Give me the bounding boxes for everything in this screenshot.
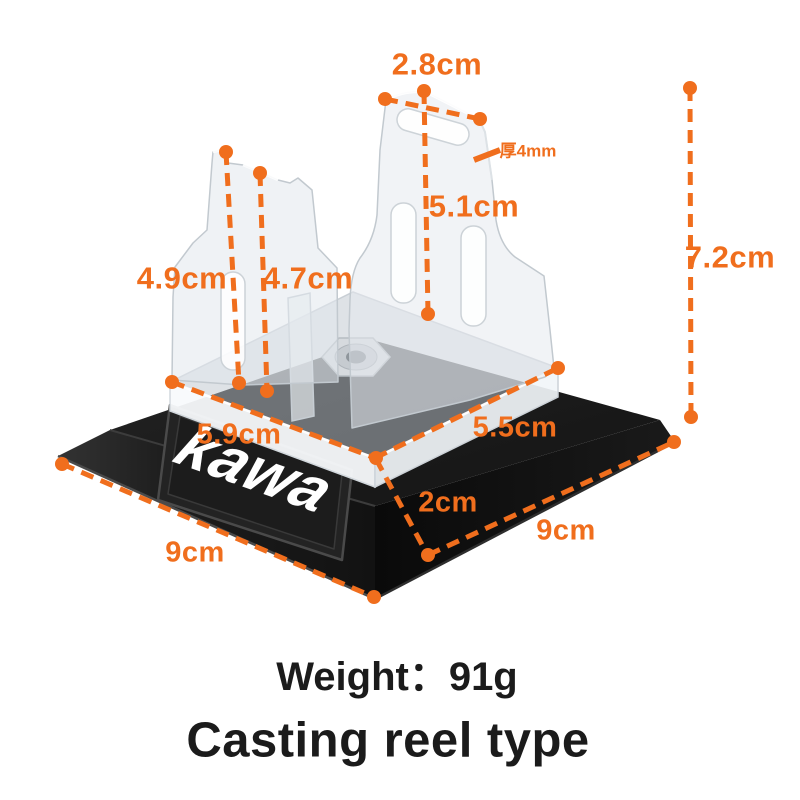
dim-label-platform-right-width: 5.5cm bbox=[472, 411, 558, 444]
dim-label-top-width: 2.8cm bbox=[391, 46, 483, 82]
dim-line-total-height bbox=[687, 87, 694, 418]
dim-label-inner-bracket-height: 4.7cm bbox=[262, 260, 354, 296]
left-bracket bbox=[171, 147, 339, 386]
dimension-dots bbox=[55, 81, 698, 604]
base-pedestal: kawa bbox=[57, 340, 676, 601]
dim-label-base-right-length: 9cm bbox=[536, 514, 596, 547]
dim-line-right-bracket-height bbox=[421, 90, 431, 315]
weight-caption: Weight：91g bbox=[276, 655, 518, 699]
product-type-caption: Casting reel type bbox=[186, 713, 590, 768]
right-bracket-slot-1 bbox=[390, 202, 417, 304]
dim-label-right-bracket-height: 5.1cm bbox=[428, 188, 520, 224]
dimension-lines bbox=[61, 87, 694, 600]
dim-line-platform-right-width bbox=[373, 365, 560, 461]
dim-label-total-height: 7.2cm bbox=[684, 239, 776, 275]
right-bracket-slot-2 bbox=[460, 225, 487, 327]
dim-line-base-left-length bbox=[61, 461, 375, 600]
dim-label-base-thickness: 2cm bbox=[418, 486, 478, 519]
dim-line-top-width bbox=[384, 96, 481, 122]
dim-label-base-left-length: 9cm bbox=[165, 536, 225, 569]
right-bracket-handle-slot bbox=[396, 108, 470, 146]
logo-panel: kawa bbox=[156, 403, 354, 562]
dim-line-inner-bracket-height bbox=[257, 172, 270, 392]
dim-line-base-right-length bbox=[426, 439, 676, 558]
dim-line-platform-left-depth bbox=[171, 379, 376, 461]
base-bottom-right-edge bbox=[374, 440, 676, 601]
dim-label-platform-left-depth: 5.9cm bbox=[196, 418, 282, 451]
dim-label-left-bracket-height: 4.9cm bbox=[136, 260, 228, 296]
dim-label-thickness: 厚4mm bbox=[499, 141, 557, 161]
dim-line-left-bracket-height bbox=[223, 151, 242, 384]
dim-line-base-thickness bbox=[373, 457, 430, 556]
thickness-tick bbox=[472, 147, 502, 163]
